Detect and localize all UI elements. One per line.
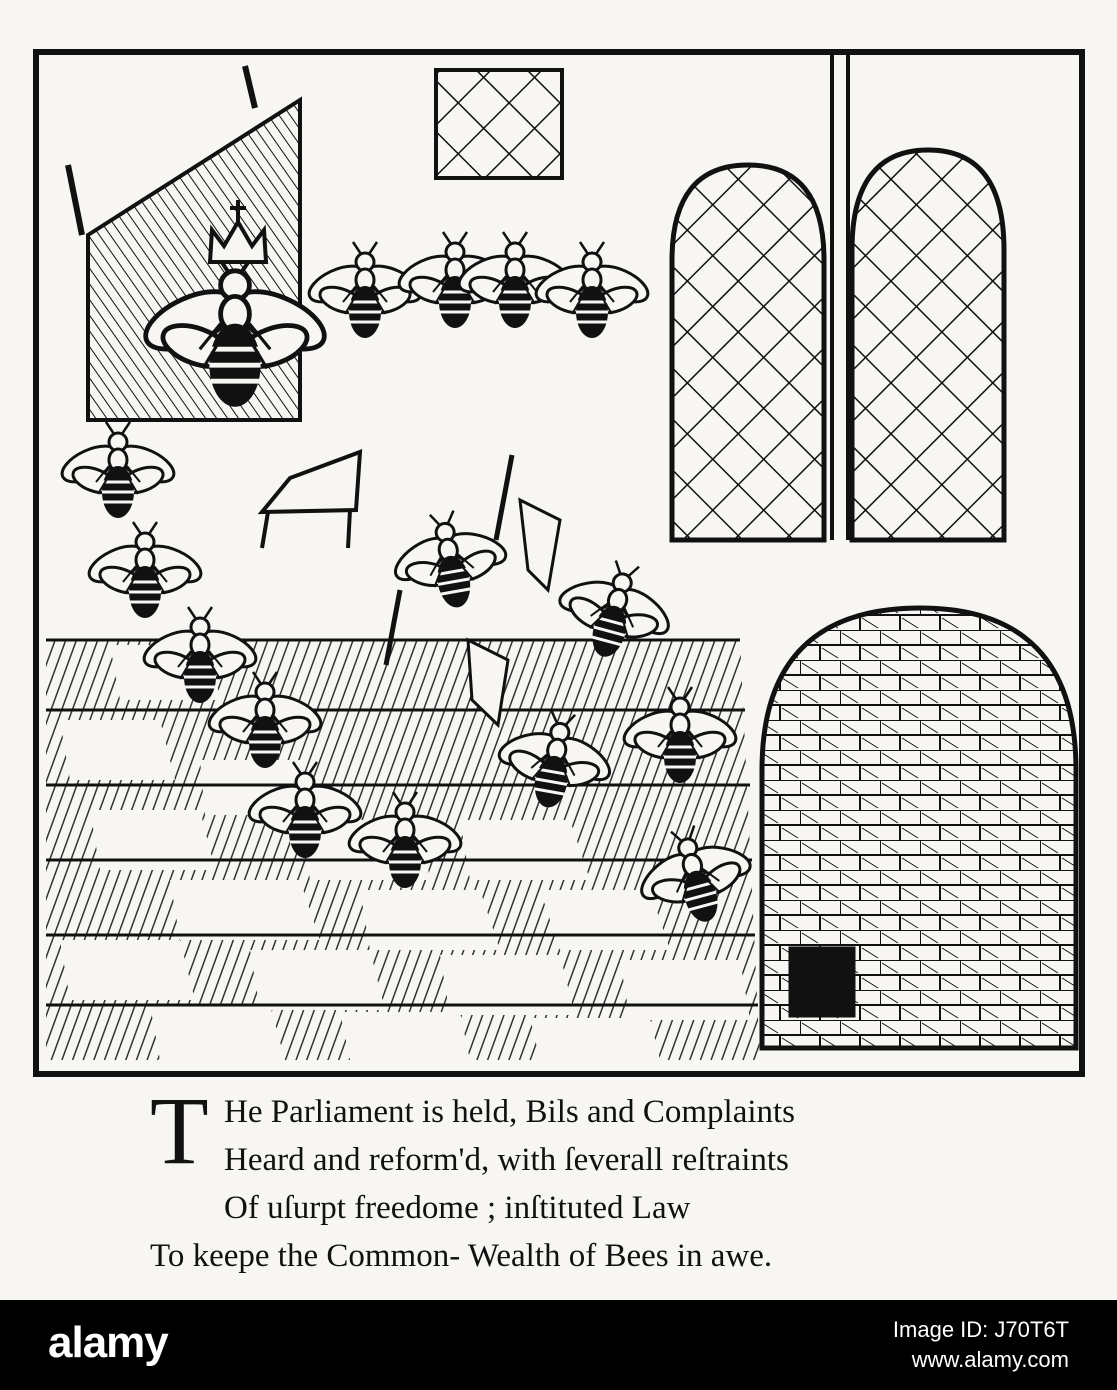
caption-line-3: Of uſurpt freedome ; inſtituted Law [224, 1190, 691, 1226]
stock-meta: Image ID: J70T6T www.alamy.com [893, 1315, 1069, 1375]
table-icon [257, 449, 363, 549]
site-url: www.alamy.com [911, 1347, 1069, 1372]
caption-dropcap: T [150, 1077, 209, 1184]
caption-line-2: Heard and reform'd, with ſeverall reſtra… [224, 1142, 789, 1178]
beehive-icon [759, 605, 1079, 1051]
alamy-logo: alamy [48, 1318, 169, 1367]
small-window-icon [434, 68, 564, 180]
image-id: Image ID: J70T6T [892, 1317, 1069, 1342]
crown-icon [207, 200, 269, 264]
caption-line-1: He Parliament is held, Bils and Complain… [224, 1094, 796, 1130]
woodcut-illustration [33, 49, 1085, 1077]
flag-icon [383, 454, 562, 729]
stock-footer [0, 1300, 1117, 1390]
window-icon [669, 52, 1007, 543]
caption-verse: He Parliament is held, Bils and Complain… [150, 1088, 1050, 1280]
caption-line-4: To keepe the Common- Wealth of Bees in a… [150, 1238, 773, 1274]
